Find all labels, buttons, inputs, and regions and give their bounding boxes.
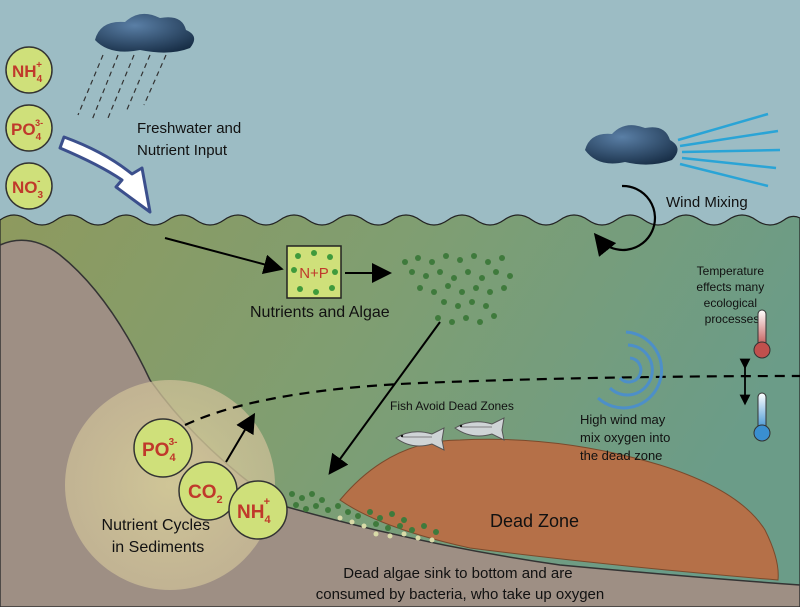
cold-thermometer-icon (753, 392, 771, 442)
nutrient-release-arrow (225, 412, 256, 463)
fish-icon (454, 417, 505, 441)
wind-mixing-circle-arrow (593, 184, 657, 257)
sediments-label: Nutrient Cycles in Sediments (102, 517, 215, 556)
fish-avoid-label: Fish Avoid Dead Zones (390, 399, 514, 413)
wind-cloud (585, 125, 678, 165)
algae-bloom (402, 253, 513, 325)
svg-text:PO43-: PO43- (142, 437, 177, 464)
sediment-chemical-nh4: NH4+ (228, 480, 288, 540)
svg-text:NO3-: NO3- (12, 176, 44, 201)
dead-zone (339, 438, 779, 581)
algae-sinking-arrow (328, 321, 441, 475)
surface-to-nutrients-arrow (164, 237, 284, 275)
input-chemical-nh4: NH4+ (5, 46, 53, 94)
dead-algae-label: Dead algae sink to bottom and are consum… (316, 565, 605, 603)
nutrients-algae-label: Nutrients and Algae (250, 304, 390, 321)
input-chemical-po4: PO43- (5, 104, 53, 152)
temperature-label: Temperature effects many ecological proc… (696, 264, 767, 326)
thermocline-line (184, 374, 800, 426)
svg-text:NH4+: NH4+ (237, 496, 271, 526)
warm-thermometer-icon (753, 309, 771, 359)
sediment-chemical-po4: PO43- (133, 418, 193, 478)
freshwater-label: Freshwater and Nutrient Input (137, 120, 245, 159)
dead-zone-label: Dead Zone (490, 511, 579, 531)
sediment-chemical-co2: CO2 (178, 461, 238, 521)
oxygen-mixing-swirl-icon (596, 330, 664, 410)
dead-algae-deposit (289, 491, 439, 535)
high-wind-label: High wind may mix oxygen into the dead z… (580, 412, 674, 463)
fish-icon (395, 427, 445, 451)
sediment-cycle-area (65, 380, 275, 590)
input-chemical-no3: NO3- (5, 162, 53, 210)
wind-mixing-label: Wind Mixing (666, 194, 748, 211)
bacteria-deposit (337, 515, 435, 543)
svg-text:CO2: CO2 (188, 482, 223, 506)
rain-cloud (95, 13, 195, 53)
np-label: N+P (299, 265, 329, 282)
rain-drops (77, 54, 167, 121)
nutrient-input-arrow (58, 135, 152, 214)
svg-text:PO43-: PO43- (11, 118, 43, 143)
wind-lines (677, 112, 781, 188)
svg-text:NH4+: NH4+ (12, 60, 43, 85)
nutrient-box: N+P (286, 245, 342, 299)
